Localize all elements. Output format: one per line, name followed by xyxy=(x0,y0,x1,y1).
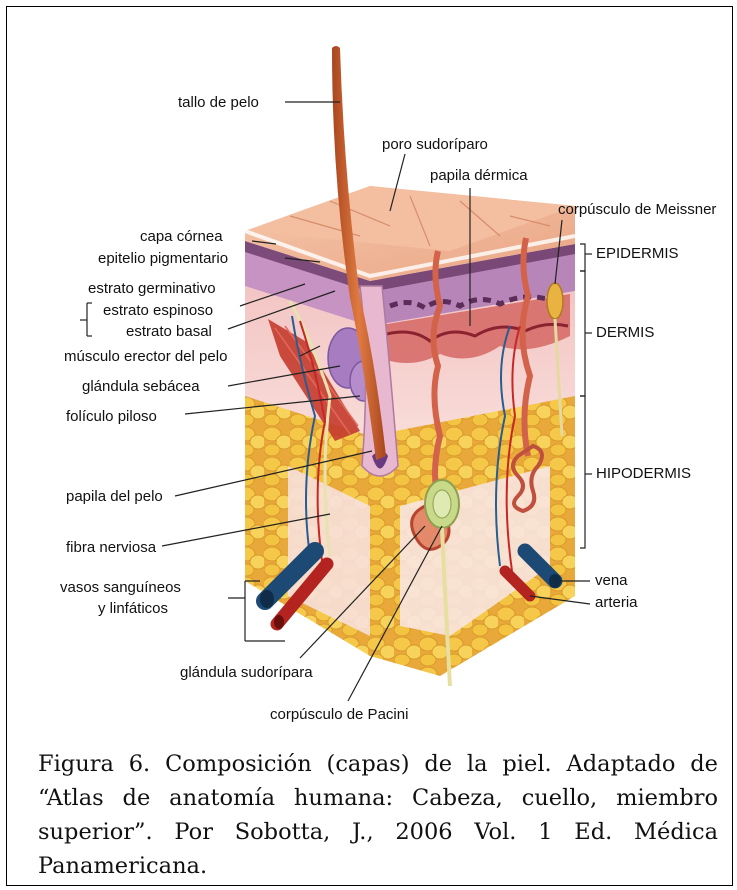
label-tallo-de-pelo: tallo de pelo xyxy=(178,94,259,112)
label-estrato-basal: estrato basal xyxy=(126,323,212,341)
figure-caption: Figura 6. Composición (capas) de la piel… xyxy=(38,747,718,883)
label-corpusculo-pacini: corpúsculo de Pacini xyxy=(270,706,408,724)
label-papila-del-pelo: papila del pelo xyxy=(66,488,163,506)
skin-diagram-panel: tallo de pelo capa córnea epitelio pigme… xyxy=(30,36,720,731)
label-vena: vena xyxy=(595,572,628,590)
label-papila-dermica: papila dérmica xyxy=(430,167,528,185)
label-dermis: DERMIS xyxy=(596,324,654,342)
label-vasos-sanguineos: vasos sanguíneos xyxy=(60,579,181,597)
label-estrato-germinativo: estrato germinativo xyxy=(88,280,216,298)
label-y-linfaticos: y linfáticos xyxy=(98,600,168,618)
label-corpusculo-meissner: corpúsculo de Meissner xyxy=(558,201,716,219)
label-epidermis: EPIDERMIS xyxy=(596,245,679,263)
label-capa-cornea: capa córnea xyxy=(140,228,223,246)
label-epitelio-pigmentario: epitelio pigmentario xyxy=(98,250,228,268)
label-glandula-sebacea: glándula sebácea xyxy=(82,378,200,396)
label-musculo-erector: músculo erector del pelo xyxy=(64,348,227,366)
label-estrato-espinoso: estrato espinoso xyxy=(103,302,213,320)
label-hipodermis: HIPODERMIS xyxy=(596,465,691,483)
label-arteria: arteria xyxy=(595,594,638,612)
label-foliculo-piloso: folículo piloso xyxy=(66,408,157,426)
corpusculo-meissner-shape xyxy=(547,283,563,319)
label-glandula-sudoripara: glándula sudorípara xyxy=(180,664,313,682)
label-fibra-nerviosa: fibra nerviosa xyxy=(66,539,156,557)
label-poro-sudoriparo: poro sudoríparo xyxy=(382,136,488,154)
figure-frame: tallo de pelo capa córnea epitelio pigme… xyxy=(6,6,733,886)
